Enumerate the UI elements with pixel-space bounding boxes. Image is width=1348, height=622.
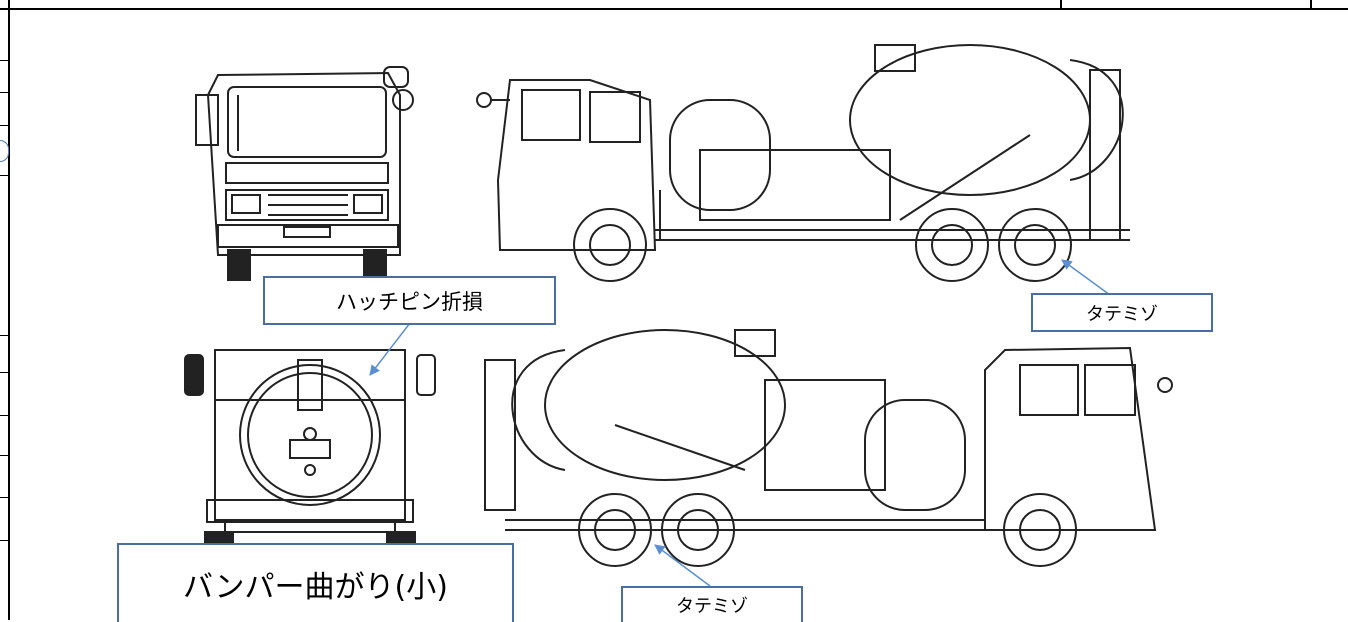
hatch-pin-leader [369,322,411,376]
frame-divider [1060,0,1062,10]
hatch-pin-text: ハッチピン折損 [336,289,483,314]
frame-tick [0,540,8,541]
hatch-pin-label: ハッチピン折損 [263,276,556,325]
frame-tick [0,125,8,126]
frame-tick [0,335,8,336]
dent-lower-label: タテミゾ [621,586,803,622]
frame-tick [0,175,8,176]
frame-tick [0,372,8,373]
bumper-text: バンパー曲がり(小) [183,569,448,605]
frame-tick [0,60,8,61]
dent-lower-leader [654,544,711,587]
truck-side-view-left [484,329,1173,567]
dent-upper-leader [1061,259,1111,296]
truck-front-view [195,66,414,281]
frame-tick [0,455,8,456]
frame-tick [0,497,8,498]
dent-upper-label: タテミゾ [1031,293,1213,332]
dent-lower-text: タテミゾ [676,596,748,617]
sheet-top-border [0,0,1348,10]
frame-divider [1310,0,1312,10]
bumper-label: バンパー曲がり(小) [117,543,514,622]
dent-upper-text: タテミゾ [1086,303,1158,325]
sheet-left-border [0,0,10,620]
frame-tick [0,92,8,93]
frame-tick [0,415,8,416]
truck-side-view-right [476,44,1130,282]
